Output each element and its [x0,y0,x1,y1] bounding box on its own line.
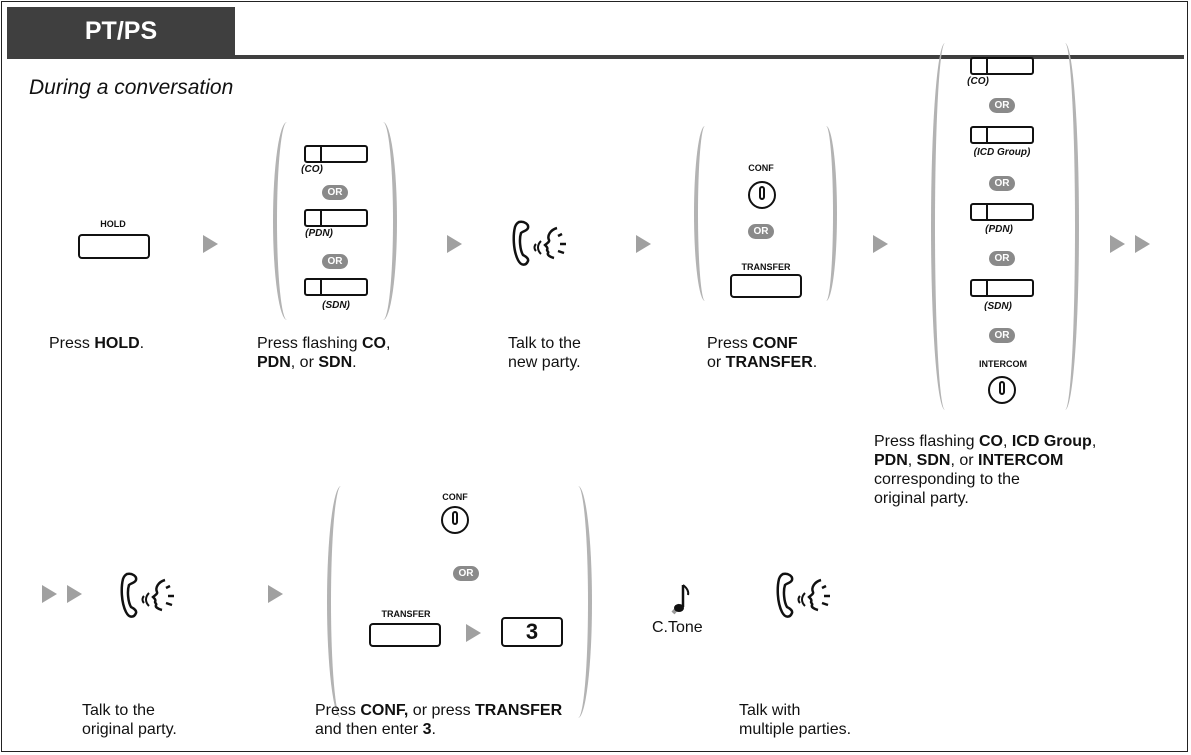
hold-button[interactable] [78,234,150,259]
intercom-button-label: INTERCOM [979,359,1027,369]
hold-button-label: HOLD [100,219,126,229]
step1-caption: Press HOLD. [49,335,145,352]
transfer-button-label: TRANSFER [741,262,791,272]
conf-button-label: CONF [748,163,774,173]
pdn-key-label: (PDN) [305,228,333,239]
or-badge: OR [989,251,1015,266]
double-arrow-icon [42,585,57,603]
tone-label: C.Tone [652,619,703,636]
right-paren [1051,43,1079,410]
or-badge: OR [989,176,1015,191]
step5-caption: Press flashing CO, ICD Group,PDN, SDN, o… [874,433,1097,507]
sdn-key[interactable] [970,279,1034,297]
left-paren [694,126,716,301]
sdn-key[interactable] [304,278,368,296]
header-tab-label: PT/PS [84,17,158,45]
left-paren [273,122,301,320]
arrow-right-icon [873,235,888,253]
handset-icon [776,572,830,618]
pdn-key[interactable] [970,203,1034,221]
intercom-button[interactable] [988,376,1016,404]
sdn-key-label: (SDN) [984,301,1012,312]
icd-group-key-label: (ICD Group) [973,147,1031,158]
conf-button[interactable] [441,506,469,534]
or-badge: OR [322,254,348,269]
right-paren [564,486,592,718]
conf-button-label: CONF [442,492,468,502]
left-paren [931,43,959,410]
co-key-label: (CO) [301,164,323,175]
step2-caption: Press flashing CO,PDN, or SDN. [257,335,391,371]
double-arrow-icon [1135,235,1150,253]
left-paren [327,486,355,718]
co-key[interactable] [970,57,1034,75]
arrow-right-icon [636,235,651,253]
arrow-right-icon [203,235,218,253]
transfer-button[interactable] [369,623,441,647]
conf-button[interactable] [748,181,776,209]
co-key[interactable] [304,145,368,163]
right-paren [815,126,837,301]
double-arrow-icon [67,585,82,603]
right-paren [369,122,397,320]
or-badge: OR [989,328,1015,343]
handset-icon [512,220,566,266]
or-badge: OR [453,566,479,581]
transfer-button[interactable] [730,274,802,298]
or-badge: OR [989,98,1015,113]
handset-icon [120,572,174,618]
music-note-icon [671,584,690,615]
or-badge: OR [322,185,348,200]
transfer-button-label: TRANSFER [381,609,431,619]
arrow-right-icon [268,585,283,603]
header-rule [7,55,1184,59]
or-badge: OR [748,224,774,239]
co-key-label: (CO) [967,76,989,87]
digit-3-key[interactable]: 3 [501,617,563,647]
double-arrow-icon [1110,235,1125,253]
icd-group-key[interactable] [970,126,1034,144]
arrow-right-icon [447,235,462,253]
sdn-key-label: (SDN) [322,300,350,311]
subtitle: During a conversation [29,76,234,99]
arrow-right-icon [466,624,481,642]
pdn-key-label: (PDN) [985,224,1013,235]
header-tab: PT/PS [7,7,235,56]
pdn-key[interactable] [304,209,368,227]
